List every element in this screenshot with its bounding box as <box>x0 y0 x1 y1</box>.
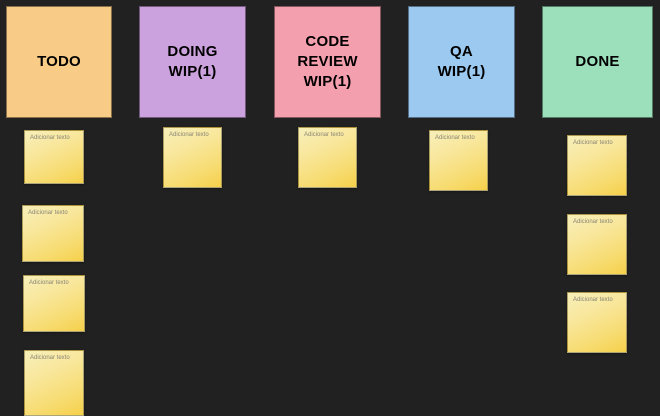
sticky-note-placeholder[interactable]: Adicionar texto <box>28 210 68 216</box>
sticky-note[interactable]: Adicionar texto <box>567 214 627 275</box>
sticky-note-placeholder[interactable]: Adicionar texto <box>29 280 69 286</box>
sticky-note[interactable]: Adicionar texto <box>429 130 488 191</box>
sticky-note[interactable]: Adicionar texto <box>163 127 222 188</box>
sticky-note-placeholder[interactable]: Adicionar texto <box>30 355 70 361</box>
sticky-note[interactable]: Adicionar texto <box>23 275 85 332</box>
sticky-note[interactable]: Adicionar texto <box>22 205 84 262</box>
sticky-note-placeholder[interactable]: Adicionar texto <box>30 135 70 141</box>
sticky-note[interactable]: Adicionar texto <box>24 130 84 184</box>
column-header-doing[interactable]: DOING WIP(1) <box>139 6 246 118</box>
column-header-done[interactable]: DONE <box>542 6 653 118</box>
column-header-code-review[interactable]: CODE REVIEW WIP(1) <box>274 6 381 118</box>
column-header-todo[interactable]: TODO <box>6 6 112 118</box>
sticky-note[interactable]: Adicionar texto <box>567 292 627 353</box>
sticky-note-placeholder[interactable]: Adicionar texto <box>304 132 344 138</box>
sticky-note[interactable]: Adicionar texto <box>298 127 357 188</box>
sticky-note-placeholder[interactable]: Adicionar texto <box>573 297 613 303</box>
sticky-note-placeholder[interactable]: Adicionar texto <box>573 140 613 146</box>
column-header-qa[interactable]: QA WIP(1) <box>408 6 515 118</box>
sticky-note-placeholder[interactable]: Adicionar texto <box>435 135 475 141</box>
sticky-note-placeholder[interactable]: Adicionar texto <box>573 219 613 225</box>
sticky-note[interactable]: Adicionar texto <box>567 135 627 196</box>
sticky-note-placeholder[interactable]: Adicionar texto <box>169 132 209 138</box>
sticky-note[interactable]: Adicionar texto <box>24 350 84 416</box>
